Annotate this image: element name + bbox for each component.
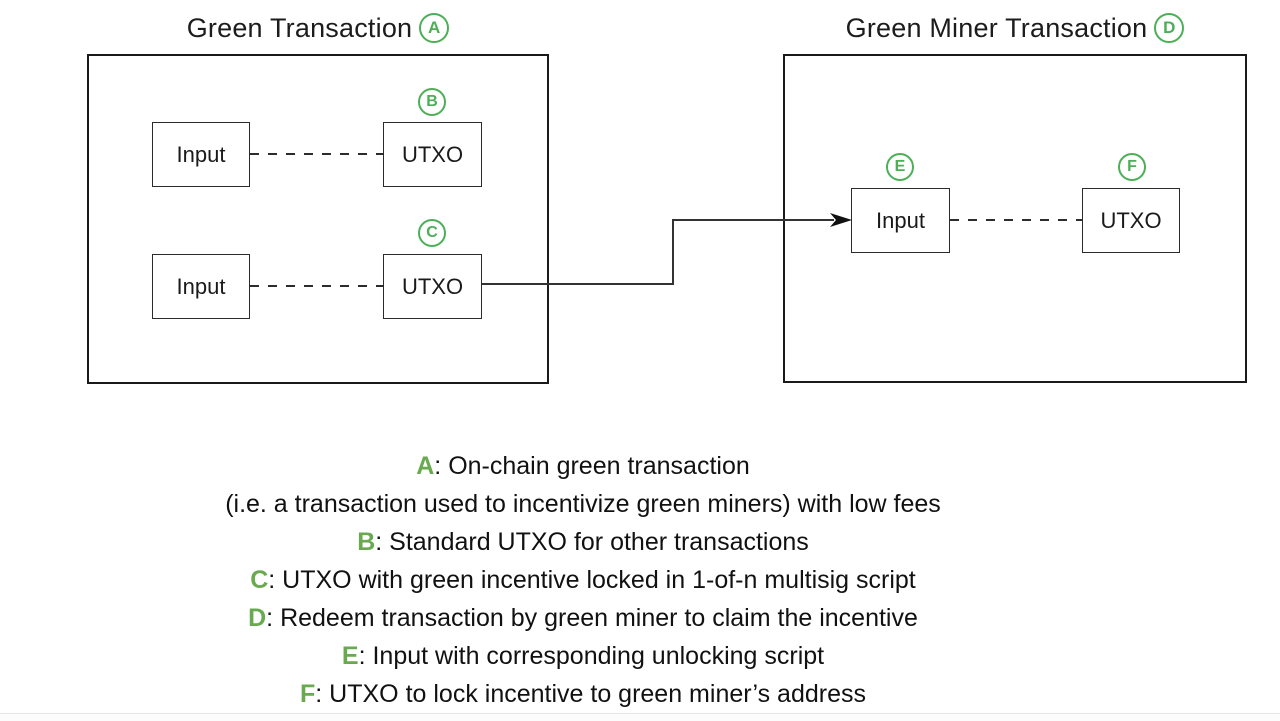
dashed-link-input1-utxob (250, 153, 383, 155)
label-badge-b: B (418, 88, 446, 116)
green-miner-transaction-title: Green Miner Transaction D (783, 10, 1247, 46)
legend-line-e: E: Input with corresponding unlocking sc… (63, 637, 1103, 675)
label-badge-c: C (418, 219, 446, 247)
legend-line-c: C: UTXO with green incentive locked in 1… (63, 561, 1103, 599)
utxo-node-c: UTXO (383, 254, 482, 319)
input-node-2: Input (152, 254, 250, 319)
label-badge-f: F (1118, 153, 1146, 181)
legend-line-d: D: Redeem transaction by green miner to … (63, 599, 1103, 637)
arrowhead-icon (830, 213, 852, 227)
legend-text-a: : On-chain green transaction (434, 452, 750, 480)
green-transaction-title-text: Green Transaction (186, 12, 413, 43)
dashed-link-inpute-utxof (950, 219, 1082, 221)
green-transaction-title: Green Transaction A (87, 10, 549, 46)
label-badge-d: D (1154, 13, 1185, 43)
legend: A: On-chain green transaction (i.e. a tr… (63, 447, 1103, 713)
legend-key-e: E (341, 642, 359, 670)
slide-bottom-edge (0, 713, 1280, 721)
legend-key-f: F (300, 680, 316, 708)
legend-text-e: : Input with corresponding unlocking scr… (358, 642, 825, 670)
connector-vertical (672, 219, 674, 285)
input-node-1: Input (152, 122, 250, 187)
connector-horizontal-upper (672, 219, 834, 221)
legend-line-a: A: On-chain green transaction (63, 447, 1103, 485)
legend-text-d: : Redeem transaction by green miner to c… (266, 604, 918, 632)
legend-key-c: C (250, 566, 269, 594)
legend-text-a2: (i.e. a transaction used to incentivize … (225, 490, 941, 518)
legend-key-d: D (248, 604, 267, 632)
green-transaction-box (87, 54, 549, 384)
legend-line-b: B: Standard UTXO for other transactions (63, 523, 1103, 561)
legend-line-a2: (i.e. a transaction used to incentivize … (63, 485, 1103, 523)
legend-text-c: : UTXO with green incentive locked in 1-… (268, 566, 916, 594)
dashed-link-input2-utxoc (250, 285, 383, 287)
legend-line-f: F: UTXO to lock incentive to green miner… (63, 675, 1103, 713)
legend-text-f: : UTXO to lock incentive to green miner’… (315, 680, 866, 708)
legend-text-b: : Standard UTXO for other transactions (375, 528, 809, 556)
input-node-e: Input (851, 188, 950, 253)
legend-key-a: A (416, 452, 435, 480)
legend-key-b: B (357, 528, 376, 556)
label-badge-e: E (886, 153, 914, 181)
utxo-node-f: UTXO (1082, 188, 1180, 253)
connector-horizontal-lower (482, 283, 674, 285)
label-badge-a: A (419, 13, 450, 43)
green-miner-transaction-title-text: Green Miner Transaction (845, 12, 1148, 43)
utxo-node-b: UTXO (383, 122, 482, 187)
